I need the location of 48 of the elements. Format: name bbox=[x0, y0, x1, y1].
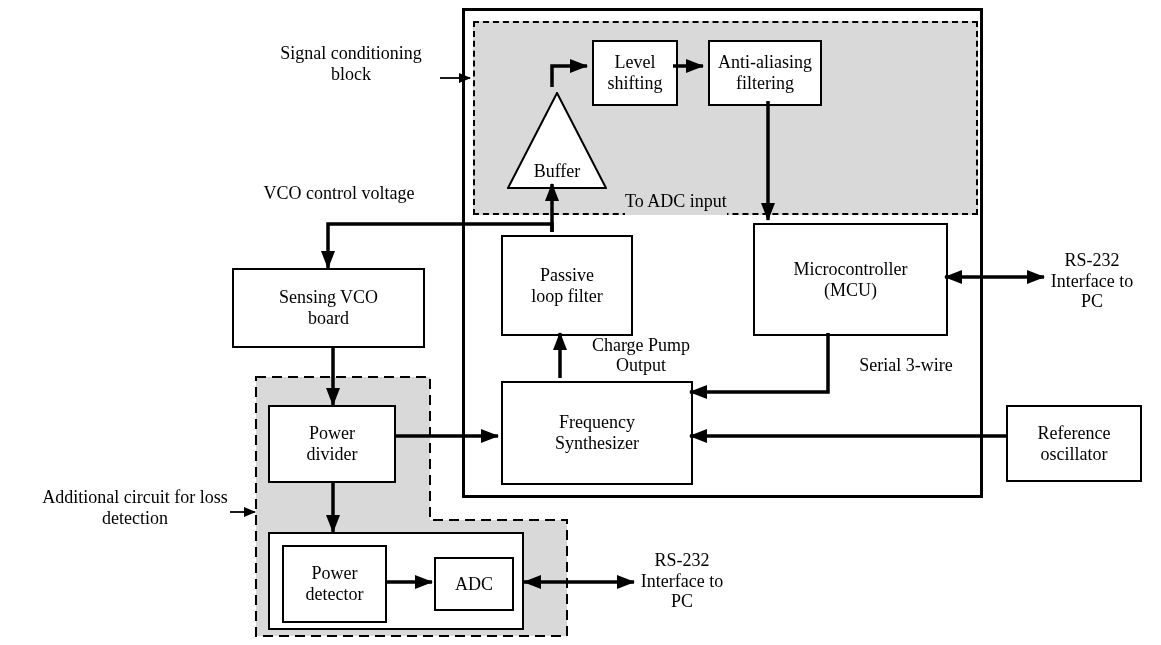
circuit-box bbox=[268, 532, 524, 630]
box-label: Frequency Synthesizer bbox=[554, 412, 640, 454]
box-label: Power detector bbox=[304, 563, 365, 605]
box-label: Passive loop filter bbox=[530, 264, 604, 307]
box-label: ADC bbox=[455, 573, 493, 595]
process-box bbox=[501, 235, 633, 336]
edge-label: Charge Pump Output bbox=[590, 336, 692, 376]
arrow bbox=[673, 59, 704, 73]
box-label: Microcontroller (MCU) bbox=[792, 258, 909, 301]
buffer-triangle bbox=[507, 92, 607, 189]
process-box bbox=[282, 545, 387, 623]
box-label: Buffer bbox=[533, 161, 581, 181]
annotation-text: RS-232 Interface to PC bbox=[1044, 245, 1140, 317]
process-box bbox=[708, 40, 822, 106]
box-label: To ADC input bbox=[625, 191, 727, 211]
process-box bbox=[501, 381, 693, 485]
annotation-text: RS-232 Interface to PC bbox=[634, 545, 730, 617]
arrow bbox=[523, 575, 635, 589]
box-label: Anti-aliasing filtering bbox=[717, 52, 813, 94]
arrow bbox=[326, 348, 340, 406]
arrow bbox=[689, 333, 830, 399]
edge-label: VCO control voltage bbox=[262, 184, 416, 204]
annotation-text: Signal conditioning block bbox=[262, 38, 440, 90]
arrow bbox=[385, 575, 433, 589]
signal-conditioning-region bbox=[473, 21, 978, 215]
process-box bbox=[753, 223, 948, 336]
box-label: Power divider bbox=[305, 423, 359, 465]
edge-label: Serial 3-wire bbox=[858, 356, 954, 376]
arrow bbox=[944, 270, 1045, 284]
arrow bbox=[439, 73, 471, 83]
arrow bbox=[321, 222, 554, 269]
arrow bbox=[761, 101, 775, 221]
box-label: Reference oscillator bbox=[1036, 422, 1112, 465]
arrow bbox=[550, 59, 588, 87]
process-box bbox=[232, 268, 425, 348]
box-label: Level shifting bbox=[606, 52, 664, 94]
arrow bbox=[396, 429, 499, 443]
box-label: Sensing VCO board bbox=[277, 287, 380, 329]
process-box bbox=[268, 405, 396, 483]
arrow bbox=[689, 429, 1006, 443]
system-boundary-box bbox=[462, 8, 983, 498]
arrow bbox=[229, 507, 256, 517]
arrow bbox=[553, 332, 567, 378]
process-box bbox=[592, 40, 678, 106]
process-box bbox=[1006, 405, 1142, 482]
annotation-text: Additional circuit for loss detection bbox=[40, 482, 230, 534]
arrow bbox=[326, 483, 340, 533]
process-box bbox=[434, 557, 514, 611]
